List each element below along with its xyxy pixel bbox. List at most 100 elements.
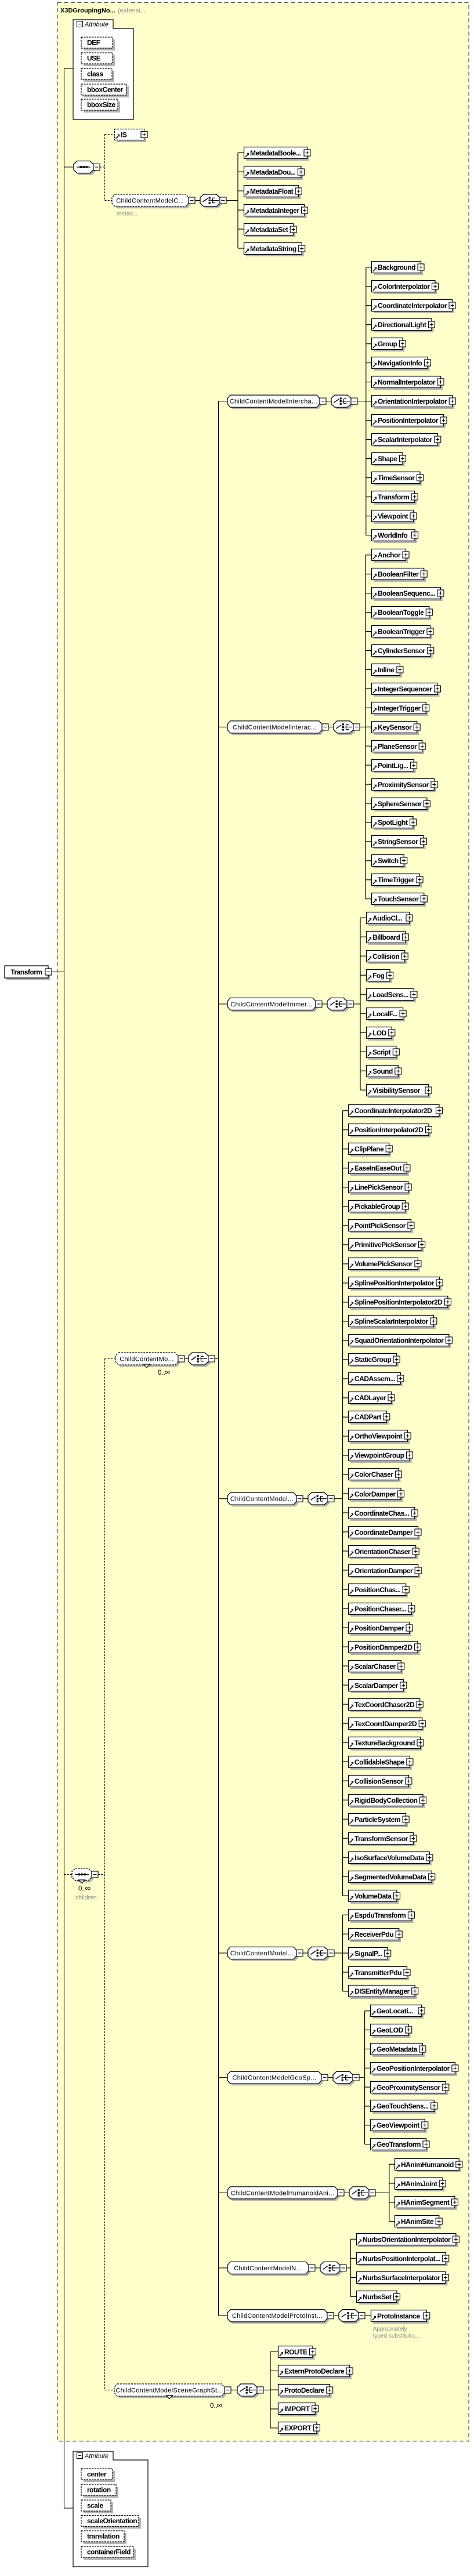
svg-text:NavigationInfo: NavigationInfo	[378, 359, 422, 367]
svg-text:Fog: Fog	[372, 972, 385, 980]
svg-text:Viewpoint: Viewpoint	[378, 512, 408, 520]
svg-text:OrthoViewpoint: OrthoViewpoint	[354, 1432, 403, 1440]
svg-text:∞: ∞	[85, 1884, 91, 1893]
svg-text:LinePickSensor: LinePickSensor	[354, 1183, 403, 1191]
svg-text:ColorChaser: ColorChaser	[354, 1470, 393, 1479]
svg-text:CADLayer: CADLayer	[354, 1394, 386, 1402]
svg-text:TransmitterPdu: TransmitterPdu	[354, 1969, 401, 1977]
svg-text:EXPORT: EXPORT	[284, 2424, 312, 2432]
svg-text:SegmentedVolumeData: SegmentedVolumeData	[354, 1873, 426, 1881]
svg-text:USE: USE	[87, 55, 101, 63]
svg-text:typed substitutio...: typed substitutio...	[373, 2333, 420, 2339]
svg-text:Switch: Switch	[378, 857, 399, 865]
svg-text:ChildContentModelSceneGraphSt.: ChildContentModelSceneGraphSt...	[115, 2387, 223, 2394]
svg-text:ProtoInstance: ProtoInstance	[377, 2312, 420, 2320]
svg-text:bboxSize: bboxSize	[87, 101, 116, 109]
svg-text:MetadataInteger: MetadataInteger	[250, 206, 299, 215]
svg-text:CoordinateInterpolator2D: CoordinateInterpolator2D	[354, 1107, 432, 1115]
svg-text:center: center	[87, 2470, 107, 2479]
svg-text:rotation: rotation	[87, 2486, 111, 2494]
svg-text:MetadataDou...: MetadataDou...	[250, 168, 296, 176]
svg-text:PointPickSensor: PointPickSensor	[354, 1222, 406, 1230]
svg-text:NurbsSurfaceInterpolator: NurbsSurfaceInterpolator	[363, 2274, 440, 2282]
svg-text:SplineScalarInterpolator: SplineScalarInterpolator	[354, 1317, 429, 1325]
svg-text:CoordinateInterpolator: CoordinateInterpolator	[378, 302, 447, 310]
svg-text:OrientationInterpolator: OrientationInterpolator	[378, 397, 447, 405]
svg-text:bboxCenter: bboxCenter	[87, 86, 124, 94]
svg-text:PositionChaser...: PositionChaser...	[354, 1605, 406, 1613]
svg-text:Anchor: Anchor	[378, 551, 401, 559]
svg-text:KeySensor: KeySensor	[378, 723, 412, 731]
svg-text:GeoTransform: GeoTransform	[377, 2140, 421, 2149]
svg-text:GeoPositionInterpolator: GeoPositionInterpolator	[377, 2064, 450, 2073]
svg-text:SpotLight: SpotLight	[378, 818, 408, 827]
svg-text:TexCoordChaser2D: TexCoordChaser2D	[354, 1701, 415, 1709]
svg-text:Transform: Transform	[378, 493, 409, 501]
svg-text:scale: scale	[87, 2502, 103, 2510]
svg-text:ChildContentModelN...: ChildContentModelN...	[234, 2265, 302, 2272]
svg-text:MetadataString: MetadataString	[250, 245, 296, 253]
svg-text:VolumePickSensor: VolumePickSensor	[354, 1260, 413, 1268]
svg-text:(extensi...: (extensi...	[118, 8, 146, 15]
svg-text:ChildContentModelGeoSp...: ChildContentModelGeoSp...	[233, 2075, 317, 2082]
svg-text:Attribute: Attribute	[84, 2453, 108, 2460]
svg-text:ScalarInterpolator: ScalarInterpolator	[378, 436, 433, 444]
svg-text:OrientationChaser: OrientationChaser	[354, 1548, 411, 1556]
svg-text:MetadataSet: MetadataSet	[250, 226, 288, 234]
svg-text:ScalarDamper: ScalarDamper	[354, 1682, 399, 1690]
svg-text:BooleanToggle: BooleanToggle	[378, 608, 424, 617]
svg-text:∞: ∞	[165, 1368, 171, 1376]
svg-text:SplinePositionInterpolator2D: SplinePositionInterpolator2D	[354, 1298, 443, 1306]
svg-text:scaleOrientation: scaleOrientation	[87, 2517, 137, 2525]
svg-text:LOD: LOD	[372, 1029, 387, 1037]
svg-text:PositionChas...: PositionChas...	[354, 1586, 400, 1594]
svg-text:SignalP...: SignalP...	[354, 1950, 382, 1958]
svg-text:WorldInfo: WorldInfo	[378, 531, 407, 539]
svg-text:TransformSensor: TransformSensor	[354, 1835, 408, 1843]
svg-text:ParticleSystem: ParticleSystem	[354, 1816, 400, 1824]
svg-text:VolumeData: VolumeData	[354, 1892, 392, 1900]
svg-text:0..: 0..	[158, 1369, 165, 1376]
svg-text:Background: Background	[378, 263, 415, 271]
svg-text:DEF: DEF	[87, 39, 100, 47]
svg-text:HAnimJoint: HAnimJoint	[401, 2180, 437, 2188]
svg-text:BooleanFilter: BooleanFilter	[378, 570, 419, 578]
svg-text:NurbsOrientationInterpolator: NurbsOrientationInterpolator	[363, 2236, 451, 2244]
svg-text:HAnimSite: HAnimSite	[401, 2218, 434, 2226]
svg-text:MetadataBoole...: MetadataBoole...	[250, 149, 301, 157]
svg-text:VisibilitySensor: VisibilitySensor	[372, 1086, 421, 1095]
svg-text:TouchSensor: TouchSensor	[378, 895, 419, 903]
svg-text:class: class	[87, 70, 103, 78]
svg-text:ReceiverPdu: ReceiverPdu	[354, 1930, 393, 1939]
svg-text:Attribute: Attribute	[84, 21, 108, 28]
svg-text:PrimitivePickSensor: PrimitivePickSensor	[354, 1241, 417, 1249]
svg-text:TextureBackground: TextureBackground	[354, 1739, 415, 1747]
svg-text:translation: translation	[87, 2532, 120, 2541]
svg-text:MetadataFloat: MetadataFloat	[250, 187, 294, 195]
svg-text:SquadOrientationInterpolator: SquadOrientationInterpolator	[354, 1336, 444, 1345]
svg-text:GeoMetadata: GeoMetadata	[377, 2045, 418, 2053]
svg-text:IntegerSequencer: IntegerSequencer	[378, 685, 432, 693]
svg-text:PositionInterpolator: PositionInterpolator	[378, 416, 439, 425]
svg-text:SphereSensor: SphereSensor	[378, 800, 422, 808]
svg-text:ChildContentModelC...: ChildContentModelC...	[116, 198, 184, 205]
svg-text:ChildContentModelHumanoidAni..: ChildContentModelHumanoidAni...	[231, 2190, 335, 2197]
svg-text:ProximitySensor: ProximitySensor	[378, 781, 429, 789]
svg-text:Group: Group	[378, 340, 397, 348]
svg-text:metad...: metad...	[117, 211, 138, 218]
svg-text:Inline: Inline	[378, 666, 395, 674]
svg-text:AudioCl...: AudioCl...	[372, 914, 402, 922]
svg-text:CollisionSensor: CollisionSensor	[354, 1777, 404, 1785]
svg-text:PositionDamper2D: PositionDamper2D	[354, 1643, 413, 1651]
svg-text:BooleanTrigger: BooleanTrigger	[378, 628, 425, 636]
svg-text:PlaneSensor: PlaneSensor	[378, 742, 417, 751]
svg-text:ChildContentModel...: ChildContentModel...	[230, 1496, 294, 1503]
svg-text:CoordinateDamper: CoordinateDamper	[354, 1528, 413, 1537]
svg-text:GeoLocati...: GeoLocati...	[377, 2007, 413, 2015]
svg-text:Billboard: Billboard	[372, 933, 400, 941]
svg-text:ViewpointGroup: ViewpointGroup	[354, 1451, 404, 1459]
svg-text:CylinderSensor: CylinderSensor	[378, 647, 426, 655]
svg-text:CADAssem...: CADAssem...	[354, 1375, 395, 1383]
svg-text:Script: Script	[372, 1048, 391, 1056]
svg-text:HAnimHumanoid: HAnimHumanoid	[401, 2161, 454, 2169]
